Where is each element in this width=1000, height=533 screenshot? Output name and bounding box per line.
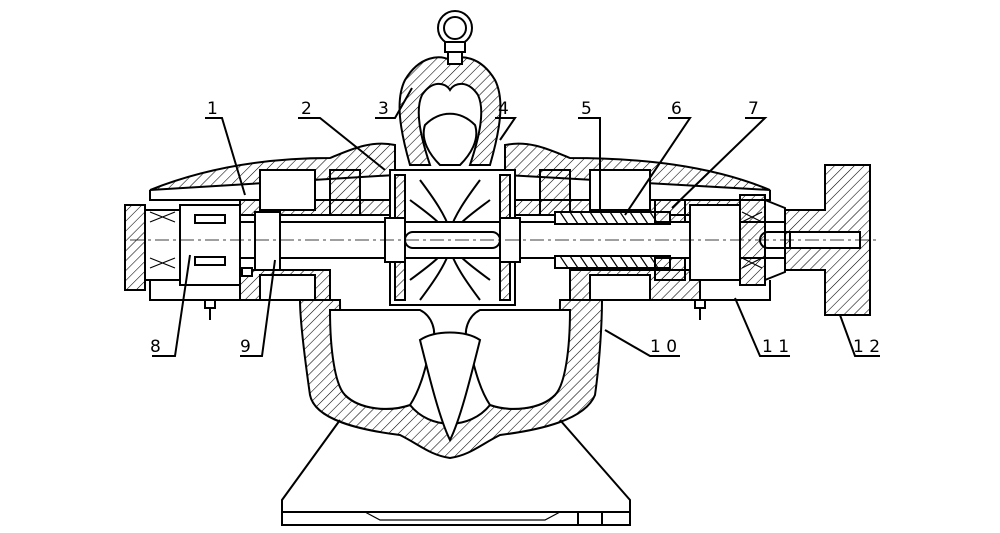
label-5: 5 <box>581 99 592 119</box>
label-7: 7 <box>748 99 759 119</box>
right-bearing-housing <box>689 194 786 320</box>
part-labels: 1 2 3 4 5 6 7 8 9 1 0 1 1 1 2 <box>150 99 880 357</box>
label-11: 1 1 <box>762 337 789 357</box>
label-6: 6 <box>671 99 682 119</box>
label-3: 3 <box>378 99 389 119</box>
label-4: 4 <box>498 99 509 119</box>
casing-walls <box>149 169 771 301</box>
volute-lower-casing <box>298 299 604 460</box>
label-1: 1 <box>207 99 218 119</box>
lifting-eye-bolt <box>437 10 473 65</box>
label-8: 8 <box>150 337 161 357</box>
label-12: 1 2 <box>853 337 880 357</box>
label-2: 2 <box>301 99 312 119</box>
label-10: 1 0 <box>650 337 677 357</box>
leader-lines <box>152 87 880 357</box>
left-bearing-housing <box>124 204 281 320</box>
shaft-seal-packing <box>554 199 686 281</box>
label-9: 9 <box>240 337 251 357</box>
pump-base <box>281 419 631 526</box>
